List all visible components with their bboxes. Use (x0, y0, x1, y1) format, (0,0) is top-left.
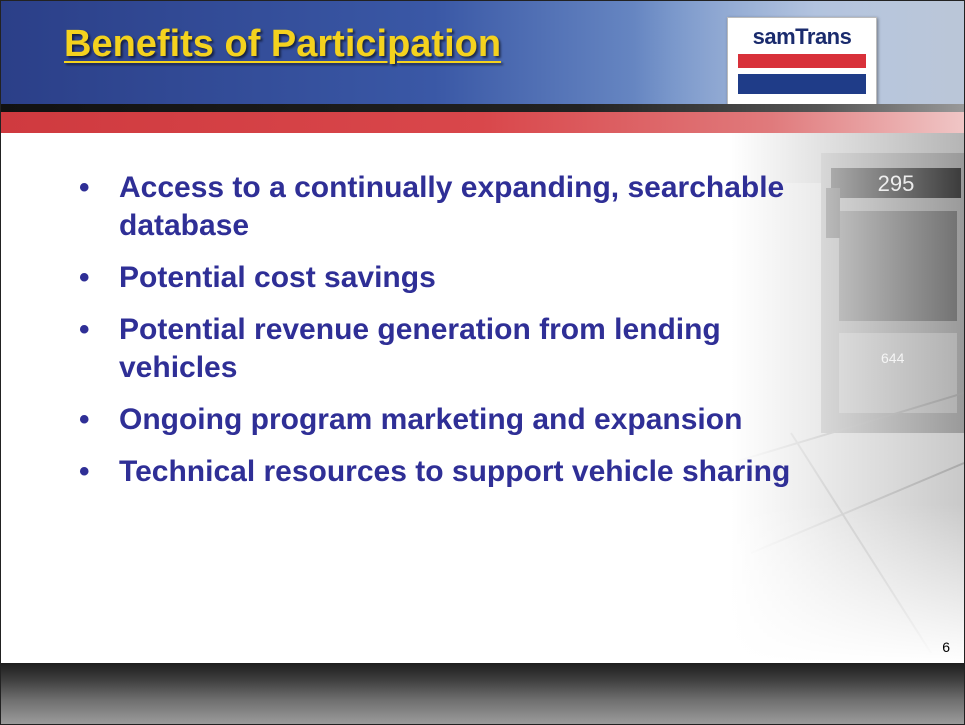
bullet-text: Ongoing program marketing and expansion (119, 403, 743, 436)
header-divider-red (1, 112, 964, 133)
bus-photo-icon: 295 644 (731, 133, 964, 663)
list-item: • Access to a continually expanding, sea… (79, 169, 819, 245)
bullet-dot: • (79, 403, 90, 436)
header-divider-dark (1, 104, 964, 112)
logo-red-stripe (738, 54, 866, 68)
logo-text: samTrans (752, 24, 852, 49)
logo-blue-stripe (738, 74, 866, 94)
list-item: • Technical resources to support vehicle… (79, 453, 819, 491)
bullet-text: Potential revenue generation from lendin… (119, 313, 721, 384)
samtrans-logo-icon: samTrans (727, 17, 877, 107)
bullet-text: Technical resources to support vehicle s… (119, 455, 791, 488)
list-item: • Ongoing program marketing and expansio… (79, 401, 819, 439)
list-item: • Potential revenue generation from lend… (79, 311, 819, 387)
slide-title: Benefits of Participation (64, 23, 502, 65)
bullet-dot: • (79, 455, 90, 488)
bullet-text: Potential cost savings (119, 261, 436, 294)
page-number: 6 (942, 639, 950, 655)
benefits-list: • Access to a continually expanding, sea… (79, 169, 819, 505)
footer-band (1, 663, 964, 724)
bullet-text: Access to a continually expanding, searc… (119, 171, 785, 242)
list-item: • Potential cost savings (79, 259, 819, 297)
bullet-dot: • (79, 313, 90, 346)
bullet-dot: • (79, 171, 90, 204)
bullet-dot: • (79, 261, 90, 294)
